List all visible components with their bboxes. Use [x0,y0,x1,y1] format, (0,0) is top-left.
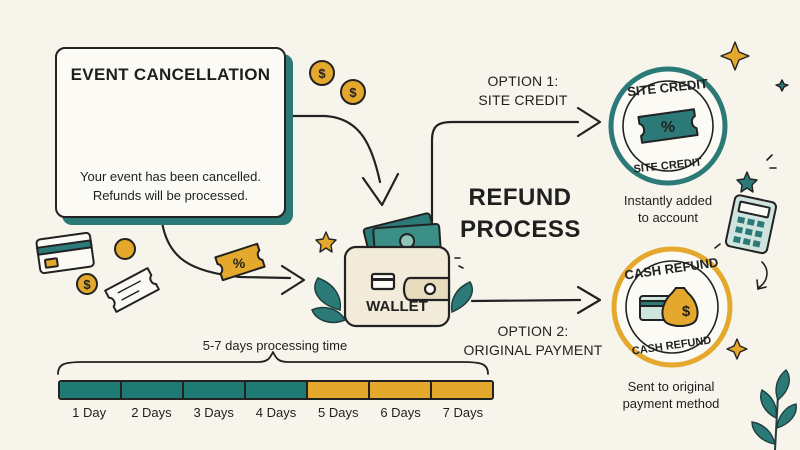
timeline-segment [184,382,246,398]
coin-symbol: $ [349,85,357,100]
timeline-segment [246,382,308,398]
leaf-icon [751,369,797,450]
timeline-day-label: 4 Days [255,405,297,420]
arrow-to-site-credit [430,106,602,248]
timeline-day-label: 7 Days [442,405,484,420]
ticket-symbol: % [233,255,246,271]
timeline-day-label: 2 Days [131,405,172,420]
option2-label-line1: OPTION 2: [497,323,569,339]
credit-card-icon [35,231,95,275]
cash-refund-badge-symbol: $ [682,303,691,320]
timeline-segment [60,382,122,398]
discount-ticket-icon: % [214,242,266,282]
refund-process-title: REFUND PROCESS [460,182,580,246]
event-card-message-line1: Your event has been cancelled. [80,169,261,184]
leaf-icon [311,277,473,324]
timeline-segment [308,382,370,398]
timeline-segment [432,382,492,398]
event-cancellation-card: EVENT CANCELLATION Your event has been c… [55,47,286,218]
option1-caption-line2: to account [638,210,698,225]
coin-icon [76,60,366,295]
option1-caption: Instantly added to account [604,192,732,226]
timeline-day-label: 5 Days [318,405,359,420]
timeline-label: 5-7 days processing time [202,338,348,353]
ticket-icon [104,267,160,313]
option1-caption-line1: Instantly added [623,193,713,208]
option2-caption-line1: Sent to original [627,379,715,394]
sparkle-icon [736,79,789,193]
cash-refund-badge-icon [611,246,733,368]
option2-caption-line2: payment method [622,396,720,411]
option2-caption: Sent to original payment method [606,378,736,412]
coin-symbol: $ [83,277,91,292]
option1-label-line2: SITE CREDIT [478,92,568,108]
site-credit-badge-icon [608,66,728,186]
coin-symbol: $ [318,66,326,81]
sparkle-lines [454,154,777,269]
coin-symbol-text: $ $ $ [83,66,357,292]
refund-title-line1: REFUND [468,184,572,211]
wallet-icon [343,245,451,328]
option2-label-line2: ORIGINAL PAYMENT [463,342,603,358]
event-card-message: Your event has been cancelled. Refunds w… [65,167,276,205]
timeline-bracket [57,351,489,375]
timeline-day-label: 1 Day [72,405,107,420]
curved-arrow-right [756,261,768,290]
event-card-message-line2: Refunds will be processed. [92,188,249,203]
timeline-day-label: 3 Days [193,405,234,420]
arrow-card-to-wallet [286,114,400,207]
arrow-to-cash-refund [470,285,602,315]
event-card-title: EVENT CANCELLATION [70,65,271,84]
calculator-icon [724,194,777,255]
wallet-label: WALLET [366,298,428,315]
timeline-bar [58,380,494,400]
refund-title-line2: PROCESS [460,216,581,243]
timeline-day-label: 6 Days [380,405,421,420]
timeline-segment [370,382,432,398]
sparkle-icon [315,41,750,360]
option2-label: OPTION 2: ORIGINAL PAYMENT [458,322,608,360]
site-credit-badge-symbol: % [661,119,675,136]
timeline-segment [122,382,184,398]
option1-label: OPTION 1: SITE CREDIT [468,72,578,110]
option1-label-line1: OPTION 1: [487,73,559,89]
